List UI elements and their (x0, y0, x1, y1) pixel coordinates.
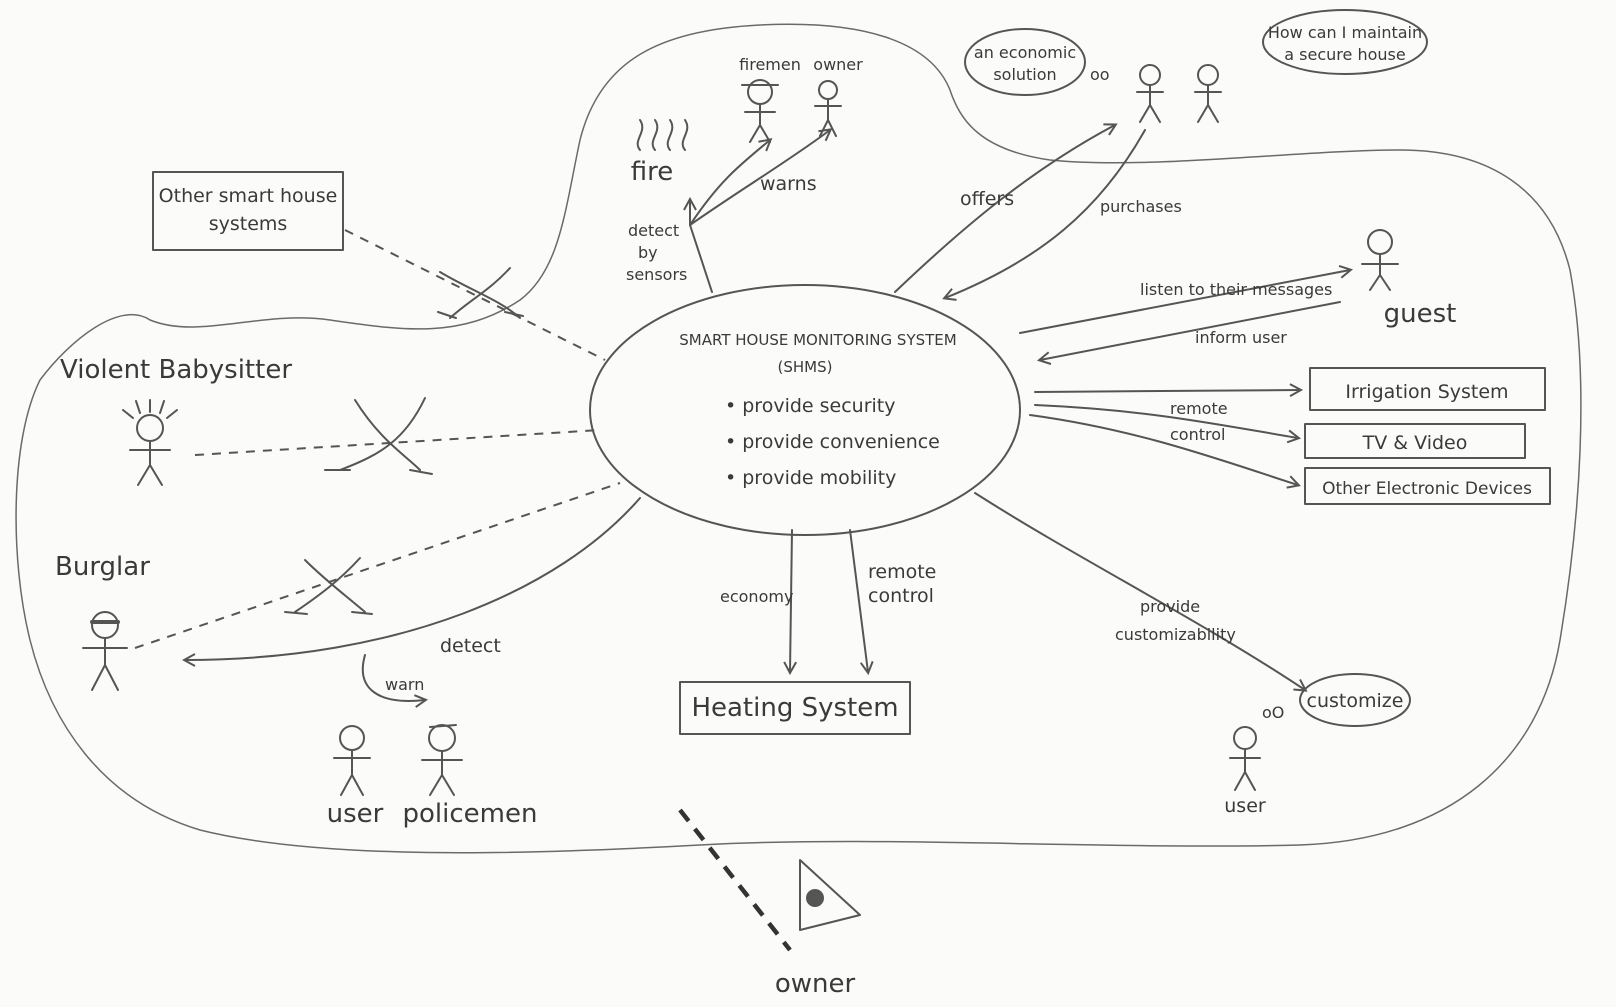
goal-mobility: • provide mobility (725, 467, 896, 489)
heating-box[interactable] (679, 681, 911, 735)
economic-bubble-text-2: solution (993, 65, 1056, 84)
fire-icon (636, 119, 689, 151)
economic-bubble-text-1: an economic (974, 43, 1076, 62)
crossed-swords-icon (437, 267, 524, 319)
other-systems-link (344, 229, 606, 361)
user-figure-icon (333, 725, 371, 796)
heating-label: Heating System (691, 693, 898, 723)
other-devices-arrow (1029, 414, 1298, 485)
system-boundary (15, 23, 1582, 854)
secure-bubble-text-1: How can I maintain (1268, 23, 1422, 42)
other-systems-label-2: systems (209, 213, 288, 235)
user-bottom-label: user (327, 799, 384, 829)
purchases-label: purchases (1100, 197, 1182, 216)
detect-arrow (185, 497, 641, 660)
fireman-figure-icon (741, 79, 779, 143)
babysitter-label: Violent Babysitter (60, 355, 292, 385)
customer-figure-icon (1136, 64, 1164, 123)
goal-security: • provide security (725, 395, 896, 417)
babysitter-figure-icon (122, 399, 178, 486)
inform-arrow (1040, 301, 1341, 360)
owner-top-label: owner (813, 55, 863, 74)
secure-bubble (1262, 9, 1428, 75)
user-right-figure-icon (1229, 726, 1261, 791)
warn-arrow (361, 654, 425, 701)
user-right-label: user (1224, 795, 1266, 817)
customer-figure-icon-2 (1194, 64, 1222, 123)
provide-custom-label-2: customizability (1115, 625, 1236, 644)
warns-arrow-2 (689, 130, 830, 226)
other-devices-label: Other Electronic Devices (1322, 479, 1532, 499)
purchases-arrow (945, 129, 1146, 298)
thought-dots: oo (1090, 65, 1110, 84)
detect-sensors-label-3: sensors (626, 265, 687, 284)
owner-watch-line (678, 808, 792, 952)
irrigation-label: Irrigation System (1345, 381, 1508, 403)
thought-dots-2: oO (1262, 703, 1284, 722)
remote-down-label-1: remote (868, 561, 936, 583)
crossed-swords-icon-3 (284, 557, 373, 615)
secure-bubble-text-2: a secure house (1284, 45, 1405, 64)
crossed-swords-icon-2 (324, 397, 433, 475)
economy-label: economy (720, 587, 793, 606)
provide-custom-label-1: provide (1140, 597, 1200, 616)
remote-label-1: remote (1170, 399, 1228, 418)
fire-label: fire (631, 157, 674, 187)
shms-ellipse[interactable] (589, 284, 1021, 536)
detect-sensors-label-1: detect (628, 221, 679, 240)
guest-figure-icon (1361, 229, 1399, 291)
inform-label: inform user (1195, 328, 1287, 347)
irrigation-arrow (1034, 390, 1300, 392)
other-systems-box[interactable] (152, 171, 344, 251)
owner-bottom-label: owner (775, 969, 856, 999)
owner-top-figure-icon (814, 80, 842, 137)
irrigation-box[interactable] (1309, 367, 1546, 411)
remote-down-arrow (849, 529, 868, 672)
other-systems-label: Other smart house (159, 185, 338, 207)
remote-down-label-2: control (868, 585, 934, 607)
detect-sensors-arrow (690, 200, 713, 293)
firemen-label: firemen (739, 55, 801, 74)
offers-arrow (894, 125, 1115, 293)
eye-icon (799, 859, 861, 931)
tv-label: TV & Video (1362, 432, 1468, 454)
tv-arrow (1034, 404, 1298, 438)
detect-sensors-label-2: by (638, 243, 658, 262)
goal-convenience: • provide convenience (725, 431, 940, 453)
warn-label: warn (385, 675, 424, 694)
detect-label: detect (440, 635, 501, 657)
other-devices-box[interactable] (1304, 467, 1551, 505)
tv-box[interactable] (1304, 423, 1526, 459)
listen-arrow (1019, 270, 1350, 334)
customize-label: customize (1307, 690, 1404, 712)
customize-arrow (974, 492, 1305, 690)
shms-title: SMART HOUSE MONITORING SYSTEM (679, 331, 956, 349)
listen-label: listen to their messages (1140, 280, 1332, 299)
economic-bubble (964, 28, 1086, 96)
policemen-label: policemen (403, 799, 538, 829)
burglar-label: Burglar (55, 552, 150, 582)
offers-label: offers (960, 188, 1014, 210)
warns-arrow (689, 140, 770, 226)
guest-label: guest (1384, 299, 1457, 329)
burglar-figure-icon (82, 611, 128, 691)
policeman-figure-icon (421, 724, 463, 796)
burglar-link (134, 482, 621, 649)
shms-abbr: (SHMS) (778, 358, 833, 376)
warns-label: warns (760, 173, 817, 195)
remote-label-2: control (1170, 425, 1225, 444)
economy-arrow (790, 529, 792, 672)
customize-bubble (1299, 673, 1411, 727)
